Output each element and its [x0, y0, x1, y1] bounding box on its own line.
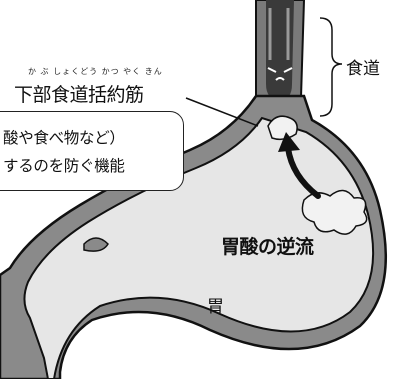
esophagus-label: 食道	[346, 54, 380, 79]
function-callout-box: 酸や食べ物など） するのを防ぐ機能	[0, 111, 184, 191]
right-curly-brace-icon	[320, 18, 342, 116]
sphincter-label: 下部食道括約筋	[14, 80, 144, 107]
reflux-label: 胃酸の逆流	[221, 232, 314, 259]
reflux-splash-top	[268, 116, 297, 139]
sphincter-ruby: か ぶ しょくどう かつ やく きん	[28, 66, 163, 77]
stomach-label: 胃	[207, 292, 224, 317]
callout-line-2: するのを防ぐ機能	[3, 154, 125, 176]
callout-line-1: 酸や食べ物など）	[3, 126, 125, 148]
